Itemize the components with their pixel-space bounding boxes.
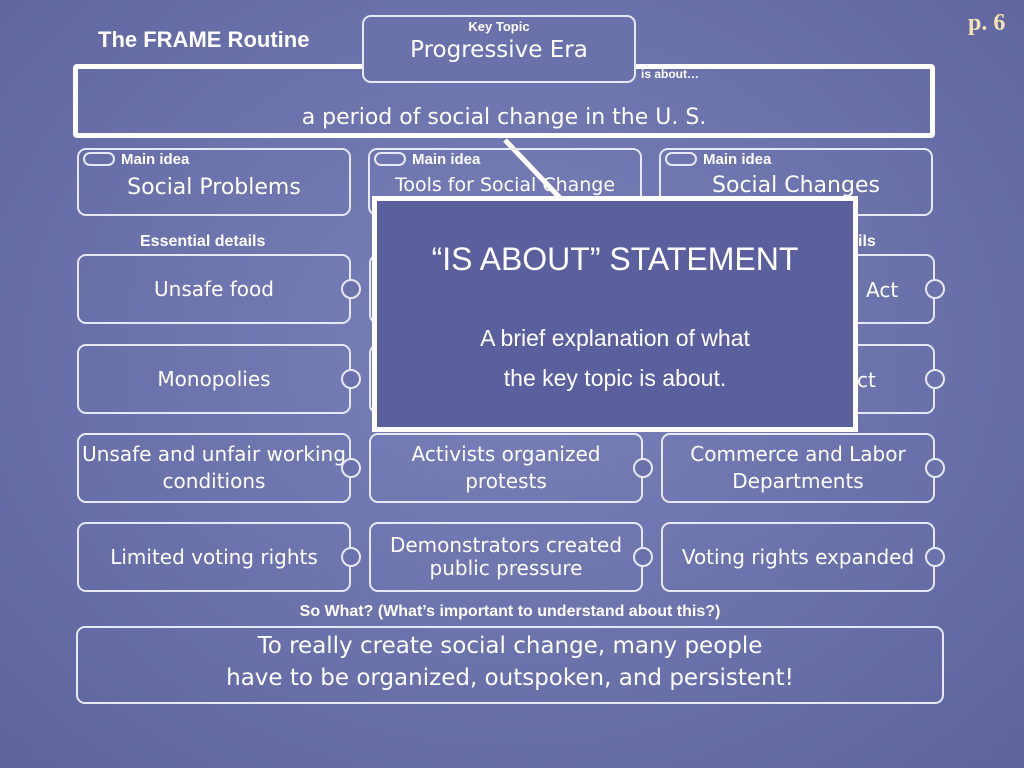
connector-dot bbox=[633, 547, 653, 567]
connector-dot bbox=[925, 279, 945, 299]
detail-box-c1-r1: Unsafe food bbox=[77, 254, 351, 324]
key-topic-label: Key Topic bbox=[468, 19, 530, 34]
main-idea-text: Tools for Social Change bbox=[394, 173, 616, 196]
essential-details-label: Essential details bbox=[140, 233, 266, 250]
detail-box-c3-r4: Voting rights expanded bbox=[661, 522, 935, 592]
detail-box-c1-r3: Unsafe and unfair working conditions bbox=[77, 433, 351, 503]
connector-dot bbox=[925, 458, 945, 478]
detail-text-fragment: ct bbox=[857, 368, 876, 392]
connector-dot bbox=[341, 279, 361, 299]
key-topic-value: Progressive Era bbox=[410, 37, 588, 63]
main-idea-label: Main idea bbox=[703, 151, 772, 168]
detail-box-c1-r4: Limited voting rights bbox=[77, 522, 351, 592]
main-idea-box-1: Main idea Social Problems bbox=[77, 148, 351, 216]
detail-box-c2-r3: Activists organized protests bbox=[369, 433, 643, 503]
main-idea-pill-icon bbox=[665, 152, 697, 166]
popup-line-1: A brief explanation of what bbox=[480, 325, 750, 351]
connector-dot bbox=[341, 458, 361, 478]
is-about-text: a period of social change in the U. S. bbox=[301, 104, 707, 130]
main-idea-label: Main idea bbox=[121, 151, 190, 168]
main-idea-text: Social Problems bbox=[127, 174, 301, 200]
so-what-label: So What? (What’s important to understand… bbox=[299, 603, 721, 620]
popup-heading: “IS ABOUT” STATEMENT bbox=[431, 241, 799, 277]
page-number: p. 6 bbox=[968, 10, 1006, 36]
is-about-popup: “IS ABOUT” STATEMENT A brief explanation… bbox=[372, 196, 858, 432]
main-idea-label: Main idea bbox=[412, 151, 481, 168]
connector-dot bbox=[341, 369, 361, 389]
is-about-label: is about… bbox=[641, 67, 700, 81]
connector-dot bbox=[341, 547, 361, 567]
main-idea-pill-icon bbox=[83, 152, 115, 166]
so-what-line-2: have to be organized, outspoken, and per… bbox=[226, 665, 794, 691]
main-idea-pill-icon bbox=[374, 152, 406, 166]
main-idea-text: Social Changes bbox=[712, 172, 880, 198]
detail-box-c1-r2: Monopolies bbox=[77, 344, 351, 414]
page-title: The FRAME Routine bbox=[98, 27, 310, 52]
so-what-box: To really create social change, many peo… bbox=[76, 626, 944, 704]
connector-dot bbox=[925, 547, 945, 567]
connector-dot bbox=[925, 369, 945, 389]
detail-box-c2-r4: Demonstrators created public pressure bbox=[369, 522, 643, 592]
detail-box-c3-r3: Commerce and Labor Departments bbox=[661, 433, 935, 503]
so-what-line-1: To really create social change, many peo… bbox=[257, 633, 763, 659]
essential-details-label-fragment: ils bbox=[858, 233, 876, 250]
popup-line-2: the key topic is about. bbox=[503, 365, 727, 391]
key-topic-box: Key Topic Progressive Era bbox=[362, 15, 636, 83]
main-idea-box-3: Main idea Social Changes bbox=[659, 148, 933, 216]
connector-dot bbox=[633, 458, 653, 478]
